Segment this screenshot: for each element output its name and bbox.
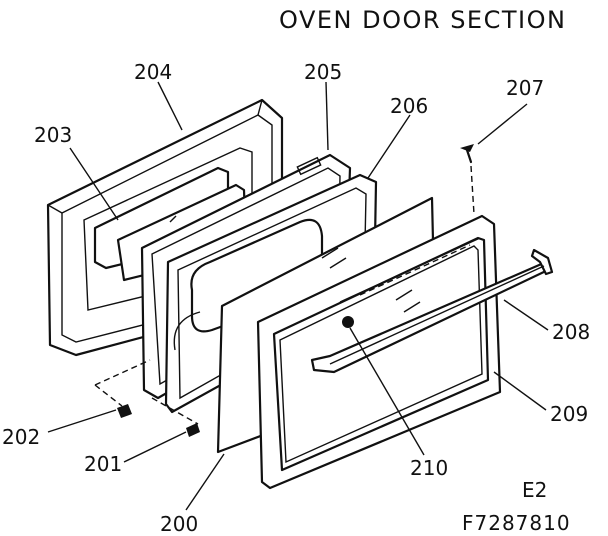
leader-lines: [47, 81, 549, 511]
part-label-206: 206: [390, 94, 429, 118]
top-screw: [460, 144, 475, 215]
part-label-204: 204: [134, 60, 173, 84]
part-label-205: 205: [304, 60, 343, 84]
part-label-209: 209: [550, 402, 589, 426]
part-label-200: 200: [160, 512, 199, 536]
front-door-frame: [256, 214, 502, 490]
part-label-210: 210: [410, 456, 449, 480]
drawing-number: F7287810: [462, 511, 571, 535]
door-grommet: [342, 316, 354, 328]
part-label-201: 201: [84, 452, 123, 476]
part-label-207: 207: [506, 76, 545, 100]
part-label-208: 208: [552, 320, 591, 344]
diagram-title: OVEN DOOR SECTION: [279, 6, 567, 34]
door-handle: [310, 248, 554, 374]
part-label-203: 203: [34, 123, 73, 147]
part-label-202: 202: [2, 425, 41, 449]
page-code: E2: [522, 478, 548, 502]
bottom-screws: [94, 359, 200, 437]
